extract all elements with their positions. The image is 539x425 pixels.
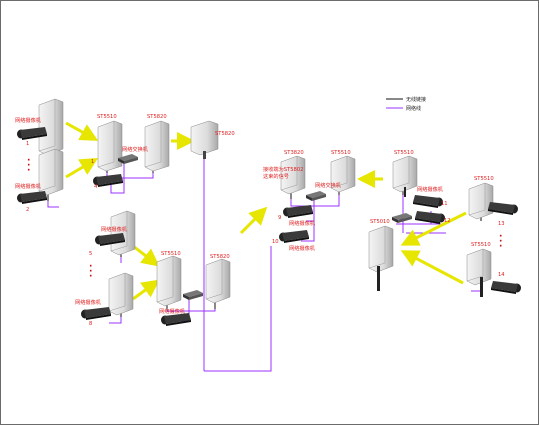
antenna-panel <box>468 182 494 220</box>
legend-cable-label: 网络线 <box>406 105 421 112</box>
ellipsis: · <box>27 166 30 176</box>
device-label: ST5510 <box>161 251 181 257</box>
switch-icon <box>183 290 203 300</box>
wireless-arrow <box>400 211 467 246</box>
camera-number: 5 <box>89 251 92 257</box>
camera-number: 1 <box>26 141 29 147</box>
antennas <box>38 98 494 316</box>
camera-label: 网络摄像机 <box>101 225 128 233</box>
pole <box>404 187 406 197</box>
antenna-panel <box>38 148 64 196</box>
camera-icon <box>17 191 47 204</box>
camera-number: 10 <box>272 239 279 245</box>
note-text: 接收端为ST5802 <box>263 165 303 173</box>
text-labels: 网络摄像机 1 · · · 网络摄像机 2 ST5510 ST5820 ST58… <box>15 114 505 327</box>
camera-icon <box>279 230 309 243</box>
antenna-panel <box>330 155 356 193</box>
antenna-panel <box>156 255 182 307</box>
device-label: ST3820 <box>284 150 304 156</box>
note-text: 这束的信号 <box>263 172 289 180</box>
wireless-arrow <box>65 157 99 179</box>
switches <box>118 154 412 300</box>
antenna-panel <box>108 272 134 316</box>
camera-number: 12 <box>444 218 451 224</box>
antenna-panel <box>97 120 123 172</box>
camera-label: 网络摄像机 <box>289 244 316 252</box>
legend-wireless-label: 无线链接 <box>406 96 426 103</box>
camera-label: 网络摄像机 <box>417 185 444 193</box>
camera-number: 2 <box>26 207 29 213</box>
wireless-arrow <box>400 250 464 285</box>
camera-icon <box>491 281 521 294</box>
device-label: ST5510 <box>97 114 117 120</box>
legend: 无线链接 网络线 <box>386 96 426 112</box>
camera-icon <box>413 195 443 208</box>
ellipsis: · <box>89 272 92 282</box>
ellipsis: · <box>499 242 502 252</box>
wireless-links <box>65 121 467 301</box>
camera-number: 13 <box>498 221 505 227</box>
cameras <box>17 127 521 326</box>
switch-label: 网络交换机 <box>122 145 149 153</box>
camera-icon <box>161 313 191 326</box>
camera-number: 9 <box>278 215 281 221</box>
ellipsis: · <box>499 232 502 242</box>
device-label: ST5010 <box>370 219 390 225</box>
wireless-arrow <box>239 206 268 235</box>
poles <box>377 187 483 297</box>
antenna-panel <box>392 155 418 193</box>
antenna-panel <box>280 155 306 195</box>
ellipsis: · <box>89 267 92 277</box>
camera-icon <box>415 211 445 224</box>
camera-icon <box>95 233 125 246</box>
camera-label: 网络摄像机 <box>289 219 316 227</box>
camera-number: 8 <box>89 321 92 327</box>
wireless-arrow <box>132 244 160 267</box>
wireless-arrow <box>132 279 160 301</box>
ellipsis: · <box>27 156 30 166</box>
antenna-panel <box>466 248 492 286</box>
device-label: ST5820 <box>147 114 167 120</box>
ellipsis: · <box>89 262 92 272</box>
switch-label: 网络交换机 <box>315 181 342 189</box>
camera-label: 网络摄像机 <box>75 298 102 306</box>
camera-number: 11 <box>441 201 448 207</box>
switch-icon <box>118 154 138 164</box>
pole <box>480 277 483 297</box>
antenna-panel <box>205 258 231 304</box>
device-label: ST5510 <box>394 150 414 156</box>
camera-icon <box>488 202 518 215</box>
device-label: ST5510 <box>474 176 494 182</box>
switch-icon <box>306 191 326 201</box>
camera-number: 4 <box>94 184 98 190</box>
antenna-panel <box>144 120 170 172</box>
antenna-panel <box>368 225 394 273</box>
camera-label: 网络摄像机 <box>15 116 42 124</box>
device-label: ST5510 <box>471 242 491 248</box>
antenna-panel <box>190 120 219 159</box>
ellipsis: · <box>27 161 30 171</box>
camera-label: 网络摄像机 <box>159 307 186 315</box>
pole <box>377 266 380 291</box>
camera-number: 14 <box>498 272 505 278</box>
device-label: ST5820 <box>215 131 235 137</box>
antenna-panel <box>38 98 64 156</box>
device-label: ST5510 <box>331 150 351 156</box>
wireless-arrow <box>65 121 99 141</box>
camera-icon <box>93 174 123 187</box>
switch-icon <box>392 213 412 223</box>
device-label: ST5820 <box>210 254 230 260</box>
ellipsis: · <box>499 237 502 247</box>
camera-icon <box>283 205 313 218</box>
device-number: 1 <box>91 159 94 165</box>
camera-icon <box>17 127 47 140</box>
camera-label: 网络摄像机 <box>15 182 42 190</box>
camera-icon <box>81 307 111 320</box>
